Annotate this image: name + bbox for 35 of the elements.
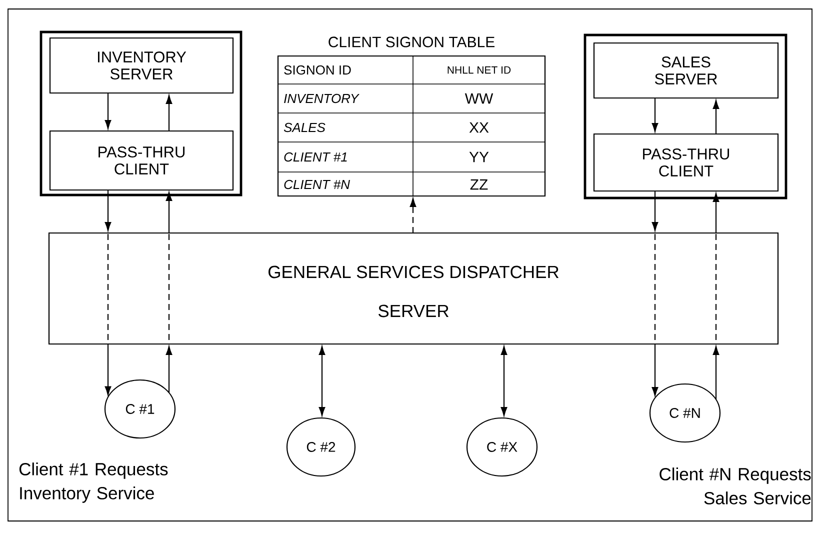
arrow (104, 344, 112, 396)
dispatcher-box: GENERAL SERVICES DISPATCHER SERVER (48, 232, 779, 345)
arrow (712, 100, 720, 134)
arrow (410, 198, 416, 233)
table-cell: SALES (284, 122, 326, 132)
table-cell: CLIENT #1 (284, 152, 347, 162)
caption-text: Client #1 Requests Inventory Service (19, 462, 168, 503)
table-cell: YY (469, 152, 489, 162)
table-cell: SIGNON ID (284, 65, 351, 75)
arrow (500, 346, 508, 416)
server-group-box (584, 34, 788, 200)
table-cell: XX (469, 122, 489, 133)
arrow (166, 192, 172, 233)
arrow (166, 95, 172, 131)
arrow (652, 344, 658, 396)
arrow (652, 98, 658, 132)
arrow (166, 346, 172, 393)
arrow (652, 191, 658, 231)
caption-text: Client #N Requests Sales Service (660, 468, 811, 504)
process-box: PASS-THRU CLIENT (593, 133, 779, 192)
arrow (104, 190, 112, 231)
table-cell: ZZ (470, 179, 488, 190)
process-box: INVENTORY SERVER (49, 37, 234, 94)
server-group-box (40, 30, 242, 196)
table-cell: INVENTORY (284, 94, 360, 104)
process-box: PASS-THRU CLIENT (49, 130, 234, 191)
arrow (712, 193, 720, 233)
arrow (318, 346, 326, 416)
arrow (712, 346, 720, 400)
node-label: CLIENT SIGNON TABLE (328, 36, 494, 48)
table-cell: WW (464, 93, 494, 104)
process-box: SALES SERVER (593, 42, 779, 99)
arrow (104, 93, 112, 129)
table-cell: CLIENT #N (284, 180, 350, 190)
table-cell: NHLL NET ID (448, 66, 511, 74)
